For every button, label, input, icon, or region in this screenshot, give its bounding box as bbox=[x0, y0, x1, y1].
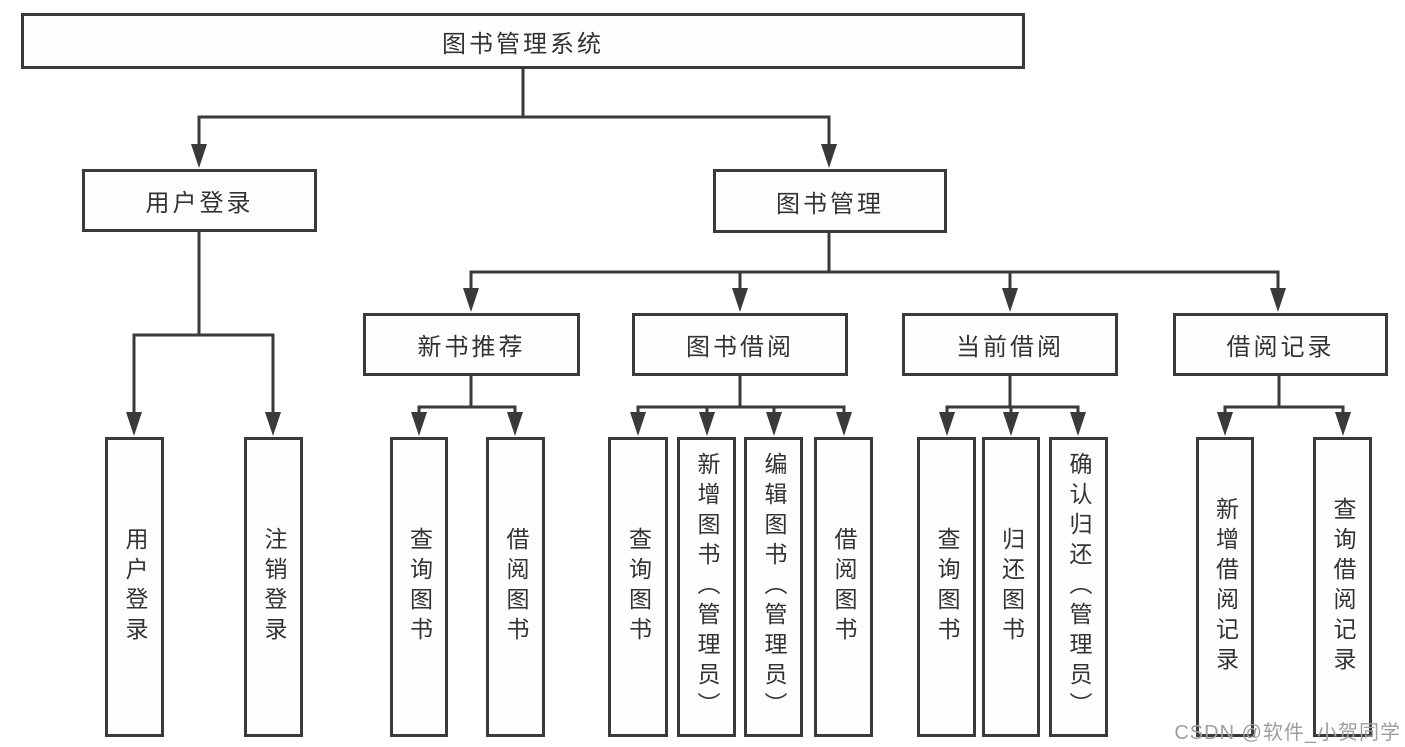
node-label: 用户登录 bbox=[145, 190, 254, 217]
arrowheads bbox=[126, 144, 1351, 436]
arrow-icon bbox=[766, 412, 782, 436]
node-current-borrowing: 当前借阅 bbox=[902, 313, 1118, 376]
arrow-icon bbox=[463, 288, 479, 312]
arrow-icon bbox=[630, 412, 646, 436]
leaf-edit-book-admin: 编辑图书（管理员） bbox=[744, 437, 803, 737]
arrow-icon bbox=[1003, 412, 1019, 436]
node-library-system-root: 图书管理系统 bbox=[21, 13, 1025, 69]
node-label: 用户登录 bbox=[122, 527, 148, 647]
leaf-return-book: 归还图书 bbox=[982, 437, 1040, 737]
node-new-book-recommendation: 新书推荐 bbox=[363, 313, 580, 376]
node-label: 当前借阅 bbox=[956, 334, 1064, 361]
leaf-confirm-return-admin: 确认归还（管理员） bbox=[1049, 437, 1108, 737]
arrow-icon bbox=[821, 144, 837, 168]
arrow-icon bbox=[1335, 412, 1351, 436]
node-book-management: 图书管理 bbox=[713, 169, 947, 233]
node-label: 新增图书（管理员） bbox=[694, 452, 720, 722]
arrow-icon bbox=[191, 144, 207, 168]
arrow-icon bbox=[411, 412, 427, 436]
leaf-add-borrow-record: 新增借阅记录 bbox=[1196, 437, 1254, 737]
arrow-icon bbox=[1070, 412, 1086, 436]
node-label: 归还图书 bbox=[998, 527, 1025, 647]
leaf-user-login: 用户登录 bbox=[105, 437, 164, 737]
arrow-icon bbox=[699, 412, 715, 436]
node-borrowing-records: 借阅记录 bbox=[1173, 313, 1388, 376]
arrow-icon bbox=[1270, 288, 1286, 312]
arrow-icon bbox=[507, 412, 523, 436]
node-label: 借阅图书 bbox=[831, 527, 857, 647]
node-label: 编辑图书（管理员） bbox=[761, 452, 787, 722]
node-label: 图书借阅 bbox=[686, 334, 794, 361]
leaf-borrow-books: 借阅图书 bbox=[814, 437, 873, 737]
node-label: 借阅记录 bbox=[1226, 334, 1335, 361]
leaf-query-books-recommend: 查询图书 bbox=[390, 437, 448, 737]
node-label: 确认归还（管理员） bbox=[1066, 452, 1092, 722]
arrow-icon bbox=[1002, 288, 1018, 312]
arrow-icon bbox=[939, 412, 955, 436]
leaf-query-books-borrowing: 查询图书 bbox=[608, 437, 668, 737]
arrow-icon bbox=[265, 412, 281, 436]
leaf-add-book-admin: 新增图书（管理员） bbox=[677, 437, 736, 737]
arrow-icon bbox=[836, 412, 852, 436]
leaf-query-books-current: 查询图书 bbox=[917, 437, 976, 737]
node-label: 图书管理系统 bbox=[442, 30, 604, 58]
node-label: 查询图书 bbox=[625, 527, 652, 647]
leaf-query-borrow-record: 查询借阅记录 bbox=[1313, 437, 1372, 737]
node-label: 新书推荐 bbox=[417, 334, 526, 361]
node-user-login: 用户登录 bbox=[82, 169, 317, 232]
csdn-watermark: CSDN @软件_小贺同学 bbox=[1174, 722, 1401, 744]
arrow-icon bbox=[732, 288, 748, 312]
node-label: 查询图书 bbox=[406, 527, 433, 647]
node-label: 借阅图书 bbox=[503, 527, 529, 647]
node-label: 新增借阅记录 bbox=[1212, 497, 1239, 677]
leaf-logout: 注销登录 bbox=[244, 437, 303, 737]
node-label: 图书管理 bbox=[776, 190, 884, 218]
node-book-borrowing: 图书借阅 bbox=[632, 313, 848, 376]
node-label: 查询借阅记录 bbox=[1330, 497, 1356, 677]
arrow-icon bbox=[1217, 412, 1233, 436]
node-label: 注销登录 bbox=[261, 527, 287, 647]
arrow-icon bbox=[126, 412, 142, 436]
leaf-borrow-books-recommend: 借阅图书 bbox=[486, 437, 545, 737]
node-label: 查询图书 bbox=[934, 527, 960, 647]
